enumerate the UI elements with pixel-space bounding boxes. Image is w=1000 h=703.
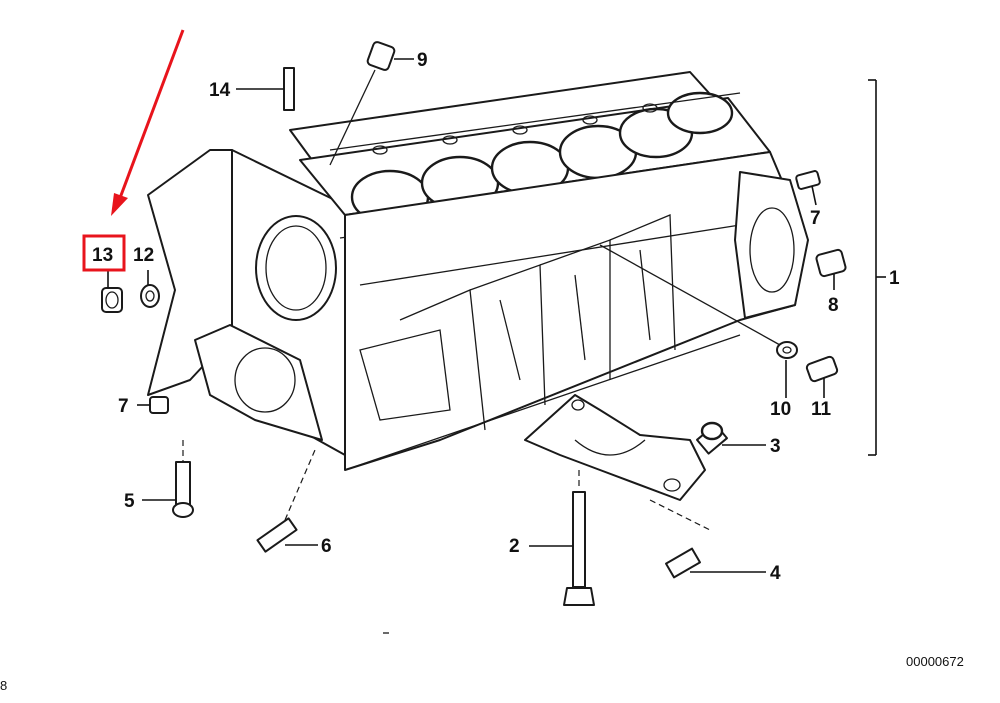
washer-10 [599, 244, 798, 359]
callout-2: 2 [509, 536, 520, 557]
callout-4: 4 [770, 563, 781, 584]
dowel-7-right [795, 170, 821, 190]
sleeve-9 [329, 41, 396, 166]
bolt-5 [172, 440, 194, 518]
bearing-cap [524, 394, 711, 531]
bolt-2 [563, 470, 595, 606]
callout-13: 13 [92, 245, 113, 266]
bolt-3 [696, 421, 728, 455]
callout-11: 11 [811, 399, 832, 420]
callout-3: 3 [770, 436, 781, 457]
corner-mark: 8 [0, 678, 7, 693]
washer-12 [140, 284, 160, 308]
callout-1: 1 [889, 268, 900, 289]
plug-11 [805, 355, 839, 383]
callout-6: 6 [321, 536, 332, 557]
callout-7-right: 7 [810, 208, 821, 229]
drawing-number: 00000672 [906, 654, 964, 669]
engine-block [147, 71, 809, 471]
stud-6 [256, 449, 316, 553]
callout-7-left: 7 [118, 396, 129, 417]
callout-12: 12 [133, 245, 154, 266]
highlight-box [82, 234, 126, 272]
callout-9: 9 [417, 50, 428, 71]
dowel-7-left [149, 396, 169, 414]
stud-14 [283, 67, 295, 111]
sleeve-8 [815, 248, 847, 278]
plug-13 [101, 287, 123, 313]
callout-8: 8 [828, 295, 839, 316]
highlight-arrow [111, 29, 185, 216]
bolt-4 [665, 547, 701, 579]
leader-lines [107, 58, 886, 573]
callout-5: 5 [124, 491, 135, 512]
callout-10: 10 [770, 399, 791, 420]
callout-14: 14 [209, 80, 231, 101]
